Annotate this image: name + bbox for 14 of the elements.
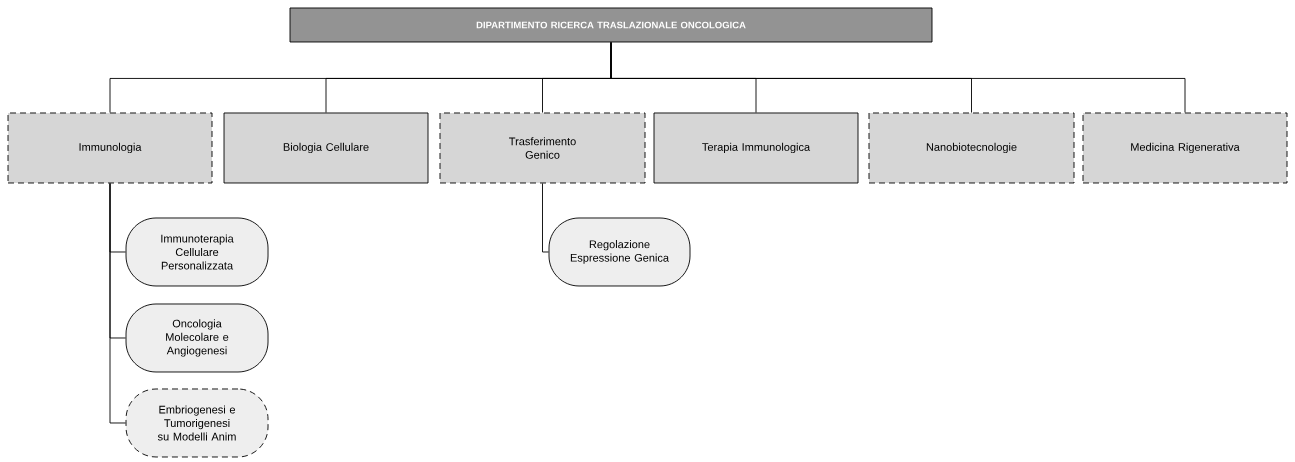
unit-box: Medicina Rigenerativa [1082,112,1288,184]
connector-line [109,183,126,424]
connector-line [610,42,1186,113]
connector-line [542,183,549,253]
unit-box: Biologia Cellulare [223,112,429,184]
lab-box: Embriogenesi e Tumorigenesi su Modelli Anim [125,388,269,458]
unit-box: Trasferimento Genico [439,112,646,184]
lab-box: Immunoterapia Cellulare Personalizzata [125,217,269,287]
unit-box: Immunologia [7,112,213,184]
department-box: DIPARTIMENTO RICERCA TRASLAZIONALE ONCOLOGICA [289,7,933,43]
unit-box: Terapia Immunologica [653,112,859,184]
lab-box: Oncologia Molecolare e Angiogenesi [125,303,269,373]
lab-box: Regolazione Espressione Genica [548,217,691,287]
unit-box: Nanobiotecnologie [868,112,1075,184]
